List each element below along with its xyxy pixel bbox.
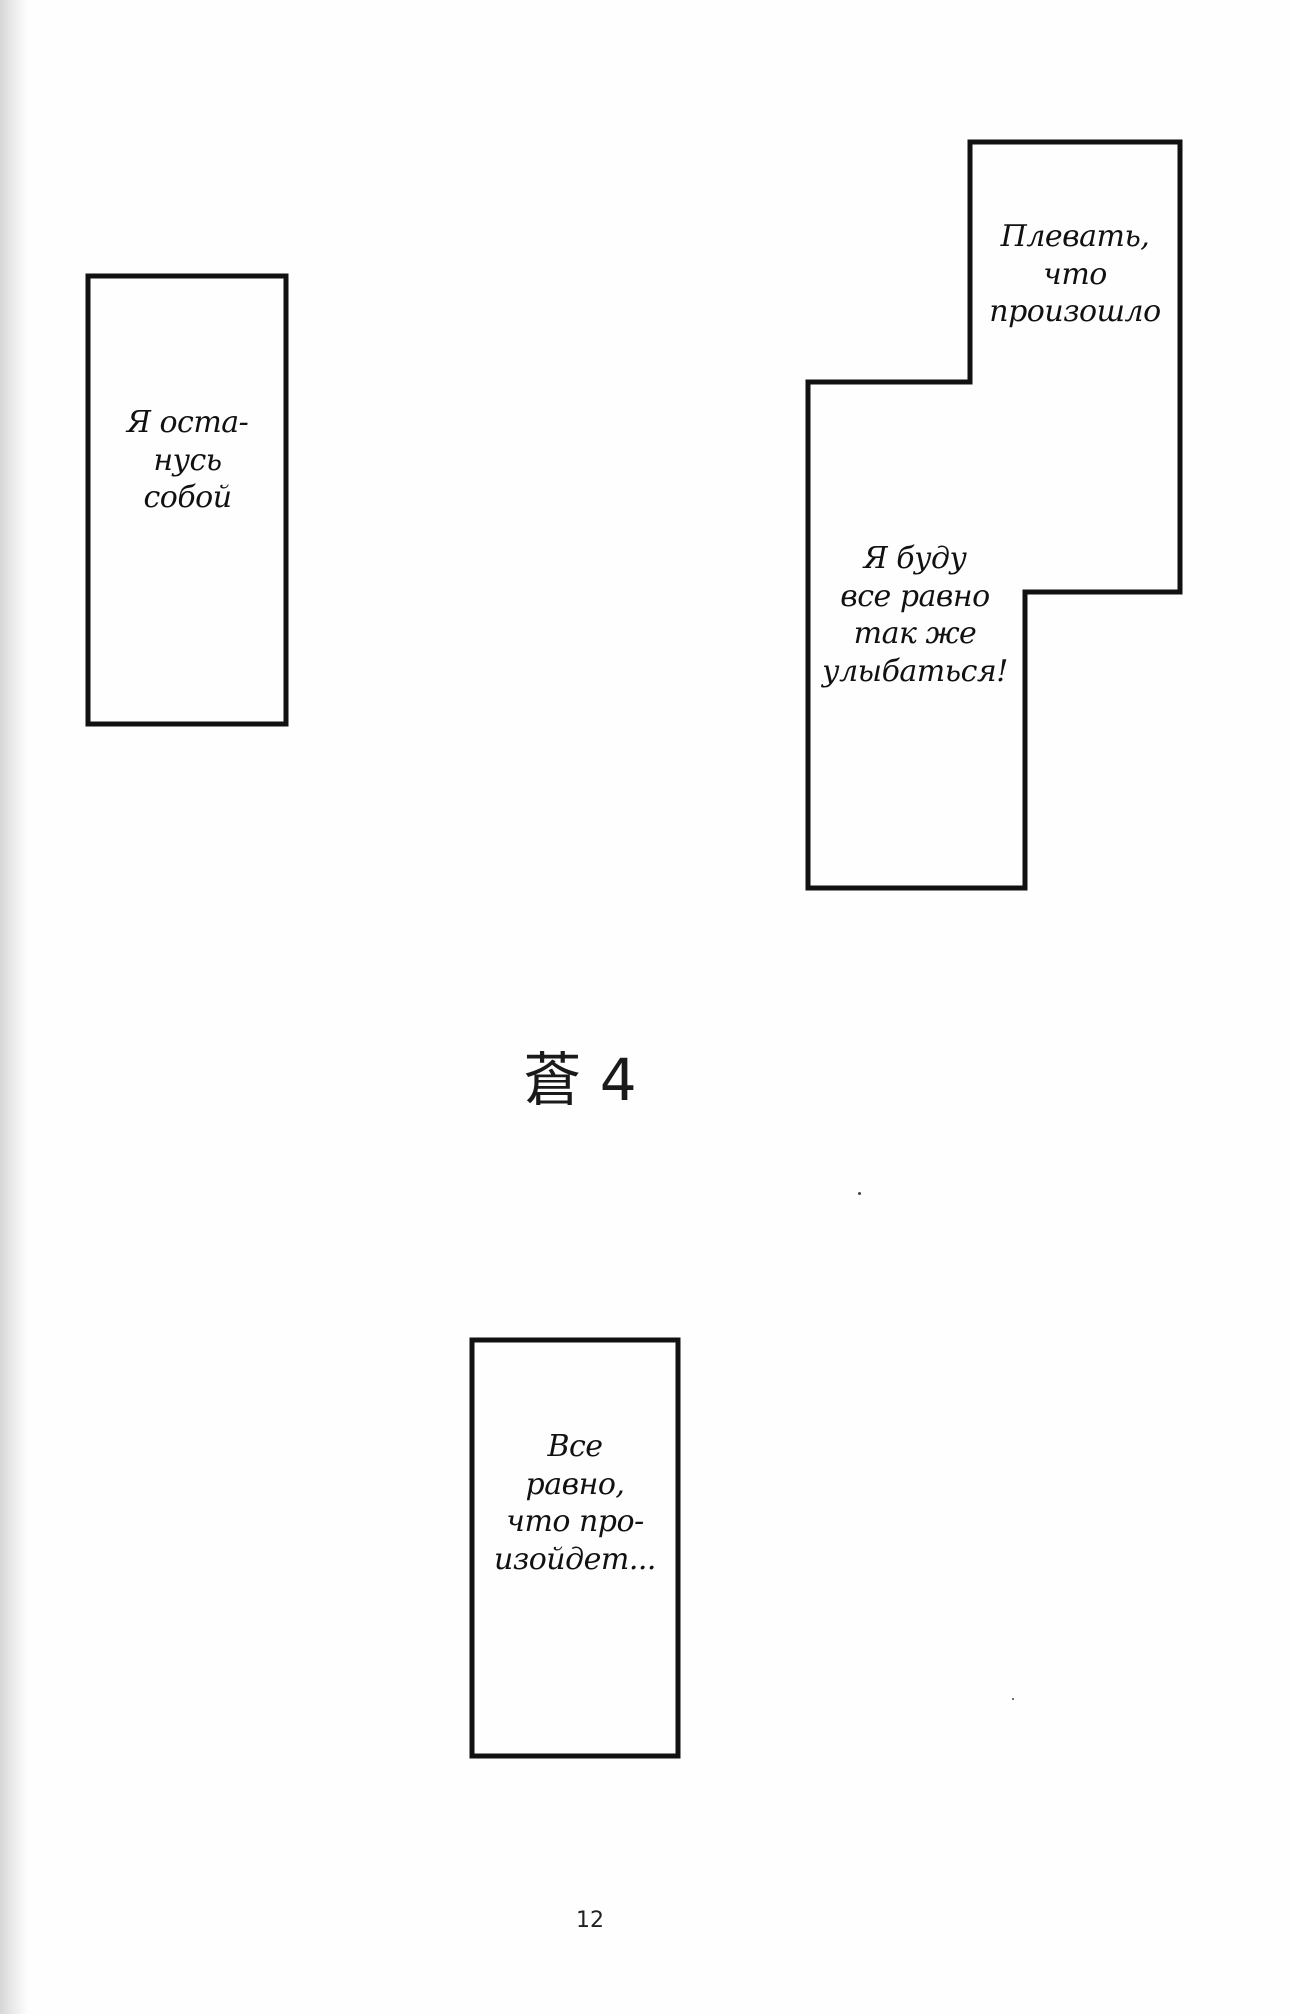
- left-caption-frame: [85, 273, 289, 727]
- print-speck: [858, 1192, 861, 1195]
- page-number: 12: [576, 1908, 604, 1933]
- chapter-title: 蒼 4: [523, 1046, 637, 1114]
- right-upper-caption-text: Плевать, что произошло: [989, 219, 1161, 329]
- bottom-caption-text: Все равно, что про- изойдет...: [494, 1429, 656, 1577]
- page-gutter-shadow: [0, 0, 28, 2014]
- right-lower-caption-text: Я буду все равно так же улыбаться!: [822, 541, 1008, 689]
- print-speck: [1012, 1698, 1014, 1700]
- left-caption-text: Я оста- нусь собой: [126, 405, 249, 515]
- bottom-caption-frame: [469, 1337, 681, 1759]
- right-stepped-caption-frame: [805, 139, 1183, 891]
